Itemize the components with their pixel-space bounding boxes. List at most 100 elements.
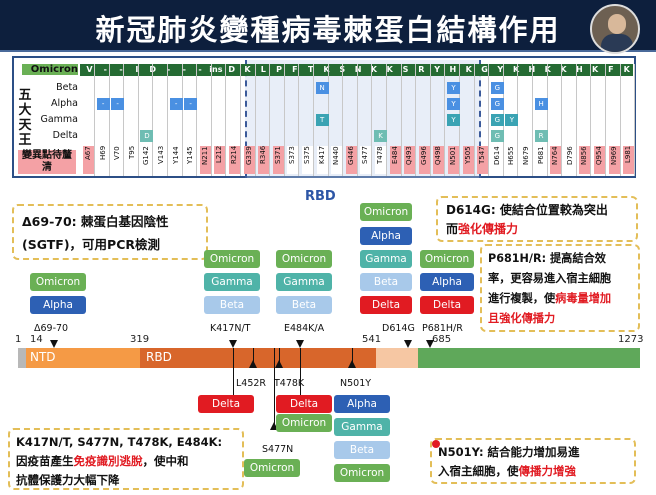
grid-divider	[240, 64, 241, 176]
position-cell: Y145	[185, 146, 197, 174]
mut-stick-s477	[274, 348, 275, 428]
grid-divider	[575, 64, 577, 176]
omicron-header-cell: F	[292, 65, 298, 74]
variant-gamma-n501: Gamma	[334, 418, 390, 436]
position-cell: N969	[608, 146, 620, 174]
grid-divider	[356, 64, 358, 176]
position-cell: S373	[287, 146, 299, 174]
position-cell: V70	[112, 146, 124, 174]
row-label-omicron: Omicron	[22, 64, 78, 75]
row-label-gamma: Gamma	[40, 114, 78, 125]
variant-gamma-k417: Gamma	[204, 273, 260, 291]
position-cell: Y144	[170, 146, 182, 174]
beta-mutation-cell: N	[315, 82, 329, 94]
variant-omicron-d614: Omicron	[360, 203, 412, 221]
mut-marker-e484	[296, 340, 304, 348]
variant-omicron-p681: Omicron	[420, 250, 474, 268]
alpha-mutation-cell: -	[111, 98, 125, 110]
mut-marker-p681	[426, 340, 434, 348]
omicron-header-cell: H	[449, 65, 457, 74]
grid-divider	[152, 64, 154, 176]
variant-alpha-d69: Alpha	[30, 296, 86, 314]
big-five-label: 五大天王	[18, 88, 32, 148]
position-cell: R346	[258, 146, 270, 174]
omicron-header-cell: P	[276, 65, 283, 74]
omicron-header-cell: T	[307, 65, 314, 74]
variant-delta-l452: Delta	[198, 395, 254, 413]
grid-divider	[181, 64, 183, 176]
mut-stick-l452	[253, 348, 254, 362]
omicron-header-cell: N	[354, 65, 362, 74]
grid-divider	[254, 64, 256, 176]
position-cell: G339	[243, 146, 255, 174]
avatar-head	[608, 14, 626, 34]
axis-ntd-label: NTD	[30, 350, 56, 364]
position-cell: D614	[491, 146, 503, 174]
omicron-header-cell: -	[119, 65, 123, 74]
callout-del69-line2: (SGTF)，可用PCR檢測	[22, 237, 160, 252]
mut-label-k417: K417N/T	[210, 323, 251, 334]
mut-stick-n501	[352, 348, 353, 362]
position-cell: T547	[477, 146, 489, 174]
axis-sd-region	[376, 348, 418, 368]
omicron-header-cell: -	[103, 65, 107, 74]
variant-alpha-d614: Alpha	[360, 227, 412, 245]
omicron-header-cell: G	[481, 65, 488, 74]
omicron-header-cell: K	[370, 65, 377, 74]
grid-divider	[196, 64, 198, 176]
callout-p681: P681H/R: 提高結合效 率，更容易進入宿主細胞 進行複製，使病毒量增加 且…	[480, 244, 640, 332]
grid-divider	[473, 64, 475, 176]
position-cell: T478	[375, 146, 386, 174]
grid-divider	[386, 64, 387, 176]
position-cell: G446	[345, 146, 357, 174]
callout-k417: K417N/T, S477N, T478K, E484K: 因疫苗產生免疫識別逃…	[8, 428, 244, 490]
mut-label-l452: L452R	[236, 378, 267, 389]
rbd-label: RBD	[305, 189, 336, 204]
variant-beta-e484: Beta	[276, 296, 332, 314]
alpha-mutation-cell: H	[534, 98, 548, 110]
gamma-mutation-cell: Y	[505, 114, 519, 126]
position-cell: T95	[126, 146, 138, 174]
callout-n501y: N501Y: 結合能力增加易進 入宿主細胞，使傳播力增強	[430, 438, 636, 484]
beta-mutation-cell: Y	[447, 82, 460, 94]
axis-signal-peptide	[18, 348, 26, 368]
variant-beta-n501: Beta	[334, 441, 390, 459]
position-cell: D796	[564, 146, 576, 174]
position-cell: N679	[521, 146, 532, 174]
mut-marker-d69	[50, 340, 58, 348]
omicron-header-cell: H	[524, 64, 539, 76]
omicron-header-cell: ins EPE	[208, 65, 226, 86]
grid-divider	[283, 64, 285, 176]
omicron-header-cell: -	[182, 65, 186, 74]
position-cell: G496	[418, 146, 430, 174]
position-cell: N856	[579, 146, 591, 174]
grid-divider	[488, 64, 490, 176]
variant-gamma-d614: Gamma	[360, 250, 412, 268]
variant-beta-k417: Beta	[204, 296, 260, 314]
omicron-header-row	[80, 64, 633, 76]
mut-marker-t478	[275, 360, 283, 368]
delta-mutation-cell: R	[534, 130, 548, 142]
omicron-header-cell: K	[623, 65, 630, 74]
position-cell: S371	[272, 146, 284, 174]
axis-rbd-region	[140, 348, 376, 368]
omicron-header-cell: I	[129, 64, 144, 76]
mut-label-d69: Δ69-70	[34, 323, 69, 334]
mut-label-t478: T478K	[274, 378, 305, 389]
position-cell: Y505	[462, 146, 474, 174]
grid-divider	[123, 64, 125, 176]
grid-divider	[167, 64, 168, 176]
position-cell: Q498	[433, 146, 445, 174]
page-title: 新冠肺炎變種病毒棘蛋白結構作用	[95, 13, 561, 47]
row-label-delta: Delta	[52, 130, 78, 141]
omicron-header-cell: L	[260, 65, 266, 74]
grid-divider	[210, 64, 212, 176]
grid-divider	[94, 64, 95, 176]
grid-divider	[619, 64, 621, 176]
grid-divider	[415, 64, 417, 176]
grid-divider	[342, 64, 344, 176]
axis-s2-region	[418, 348, 640, 368]
omicron-header-cell: F	[608, 65, 614, 74]
axis-tick-319: 319	[130, 334, 150, 345]
callout-del69-70: Δ69-70: 棘蛋白基因陰性 (SGTF)，可用PCR檢測	[12, 204, 208, 260]
